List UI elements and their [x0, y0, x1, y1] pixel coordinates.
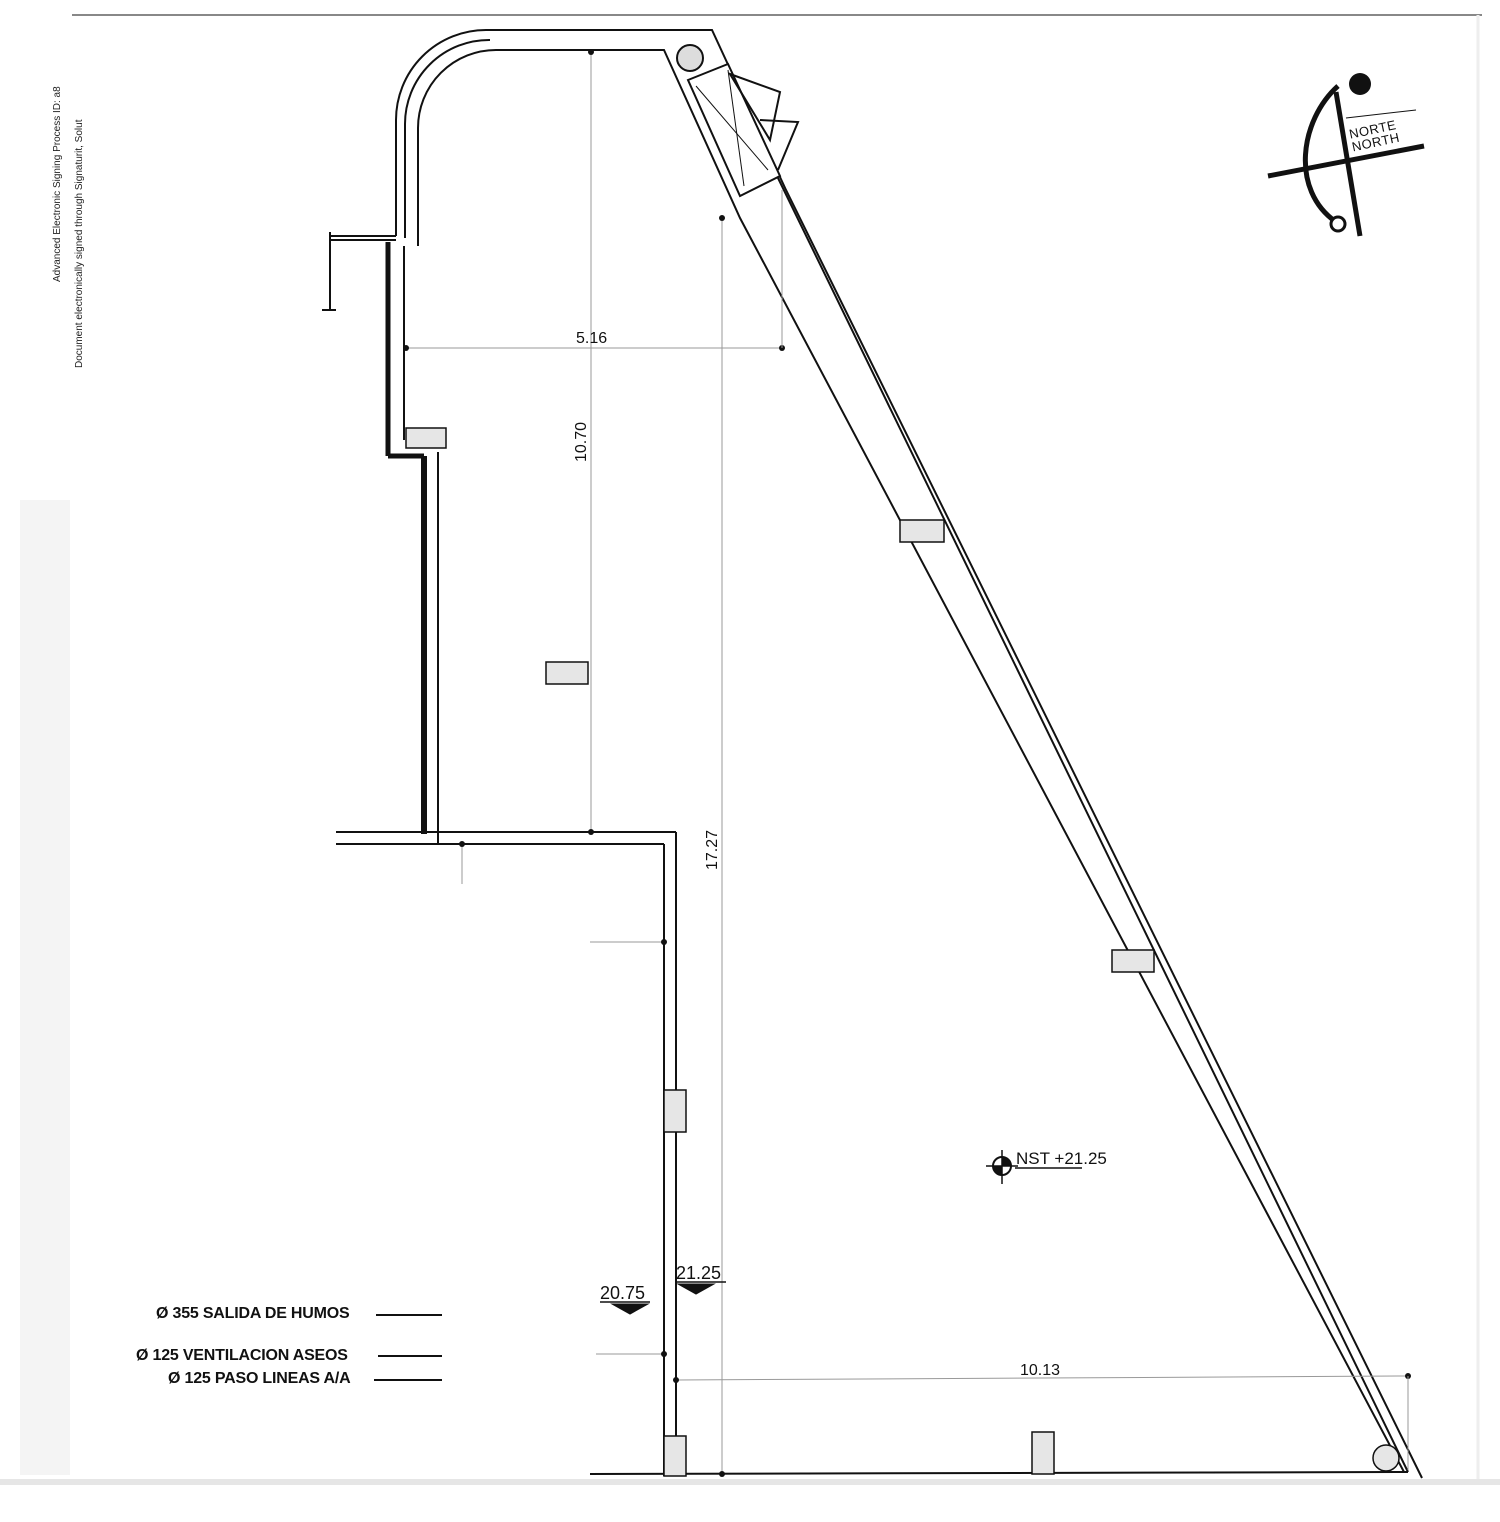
dimension-height-inner: 10.70 [573, 421, 590, 462]
round-pillar [1372, 1444, 1400, 1472]
level-high-label: 21.25 [676, 1263, 722, 1283]
interior-wall [589, 832, 1409, 1476]
dimension-width-bottom: 10.13 [1020, 1362, 1061, 1379]
signature-stamp: Advanced Electronic Signing Process ID: … [22, 0, 85, 380]
legend-smoke-exhaust: Ø 355 SALIDA DE HUMOS [156, 1305, 350, 1322]
level-low-label: 20.75 [600, 1283, 646, 1303]
signature-line-1: Advanced Electronic Signing Process ID: … [52, 86, 63, 282]
left-wall [322, 232, 676, 845]
legend-ac-lines: Ø 125 PASO LINEAS A/A [168, 1370, 351, 1387]
pillar [405, 427, 447, 449]
pillar [663, 1435, 687, 1477]
watermark-strip [20, 500, 70, 1475]
level-triangle-low [610, 1303, 650, 1315]
pillar [663, 1089, 687, 1133]
dimension-height-full: 17.27 [704, 829, 721, 870]
dimension-width-top: 5.16 [576, 330, 608, 347]
level-triangle-high [676, 1283, 716, 1295]
pillar [899, 519, 945, 543]
pillar [1111, 949, 1155, 973]
dimension-lines [403, 49, 1411, 1477]
legend-leaders [374, 1314, 442, 1381]
pillars [405, 427, 1400, 1477]
pillar [545, 661, 589, 685]
pillar [1031, 1431, 1055, 1475]
corner-shaft [676, 44, 800, 198]
level-markers [600, 1167, 1082, 1315]
nst-level-label: NST +21.25 [1016, 1149, 1107, 1168]
exterior-wall [395, 29, 1423, 1479]
signature-line-2: Document electronically signed through S… [74, 119, 85, 368]
diagonal-facade [777, 177, 1409, 1473]
legend-toilet-ventilation: Ø 125 VENTILACION ASEOS [136, 1347, 348, 1364]
nst-marker-icon [986, 1150, 1018, 1184]
north-arrow-icon [1267, 73, 1425, 237]
